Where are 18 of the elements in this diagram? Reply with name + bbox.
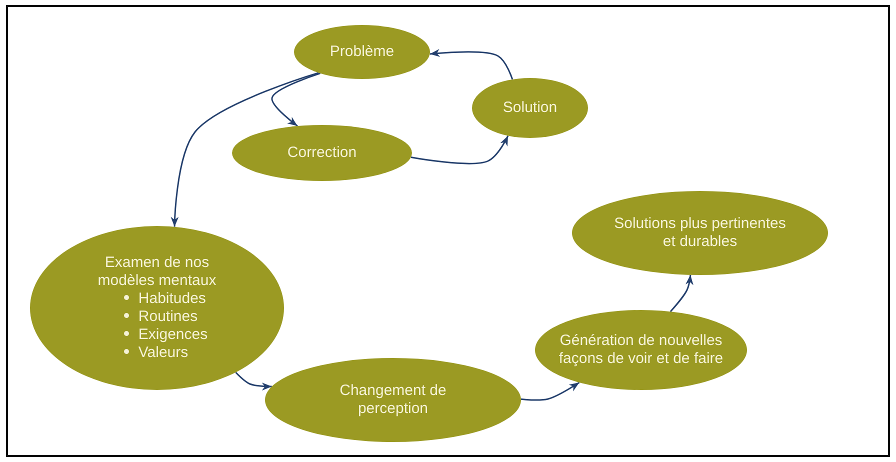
arrow: [235, 372, 272, 390]
node-label: Génération de nouvelles façons de voir et de faire: [558, 332, 724, 368]
node-label: Solutions plus pertinentes et durables: [613, 215, 787, 251]
bullet-item: Valeurs: [138, 344, 188, 362]
arrow: [170, 72, 319, 227]
node-label: Changement de perception: [338, 382, 448, 418]
arrow: [410, 135, 509, 164]
node-label: Problème: [330, 43, 394, 61]
arrow: [271, 72, 321, 127]
node-label: Examen de nos modèles mentaux: [96, 254, 218, 290]
arrow: [520, 382, 580, 401]
arrow: [670, 274, 694, 312]
node-label: Solution: [502, 99, 558, 117]
node-label: Correction: [287, 144, 357, 162]
bullet-item: Exigences: [138, 326, 208, 344]
bullet-item: Habitudes: [138, 290, 206, 308]
arrow: [430, 49, 514, 80]
bullet-item: Routines: [138, 308, 198, 326]
